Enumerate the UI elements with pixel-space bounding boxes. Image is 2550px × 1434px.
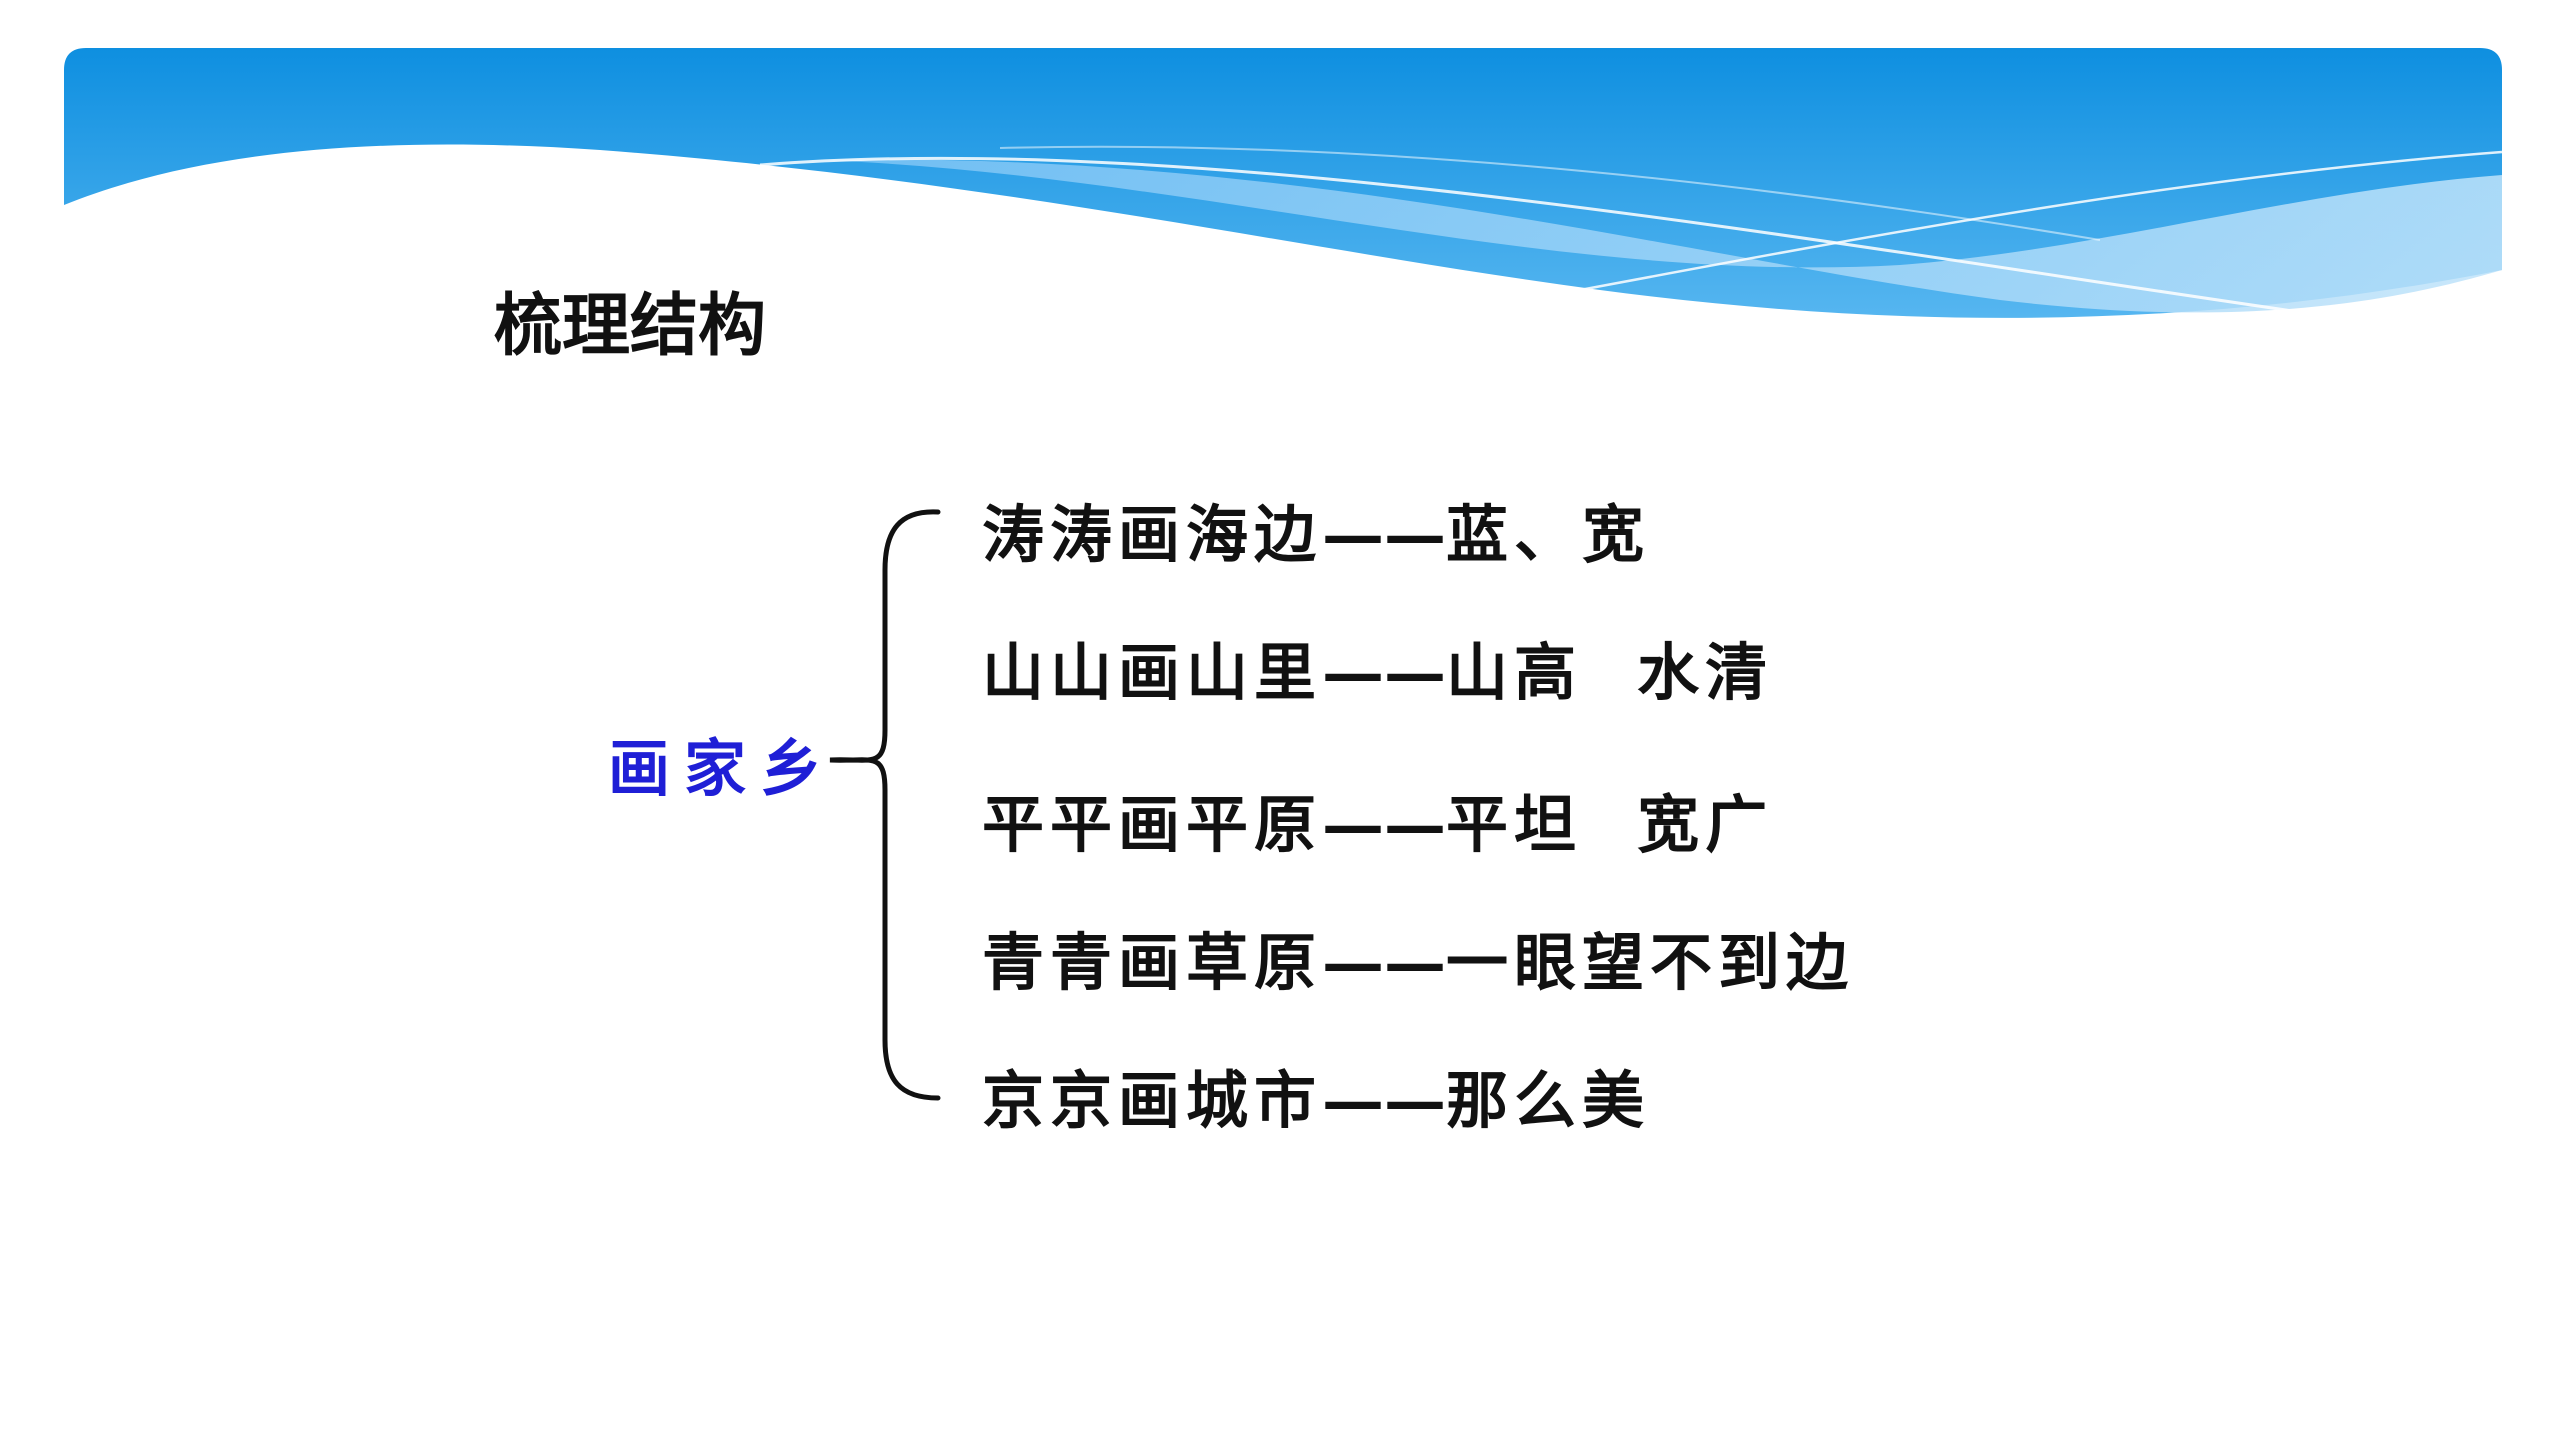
branch-1-description: 蓝、宽 [1446,498,1651,571]
branch-5-dash: —— [1322,1064,1447,1137]
branch-4-subject: 青青画草原 [982,926,1323,999]
branch-1-dash: —— [1322,498,1447,571]
branch-2-dash: —— [1322,636,1447,709]
branch-row-3: 平平画平原——平坦 宽广 [982,774,1773,864]
page-title: 梳理结构 [494,287,767,366]
branch-3-description: 平坦 宽广 [1446,788,1774,861]
branch-2-subject: 山山画山里 [982,636,1323,709]
branch-row-2: 山山画山里——山高 水清 [982,622,1773,712]
branch-4-dash: —— [1322,926,1447,999]
branch-5-subject: 京京画城市 [982,1064,1323,1137]
header-wave-banner [64,48,2503,318]
branch-row-4: 青青画草原——一眼望不到边 [982,912,1854,1002]
branch-4-description: 一眼望不到边 [1446,926,1855,999]
curly-brace [829,509,941,1101]
branch-2-description: 山高 水清 [1446,636,1774,709]
branch-5-description: 那么美 [1446,1064,1651,1137]
branch-3-dash: —— [1322,788,1447,861]
branch-row-1: 涛涛画海边——蓝、宽 [982,484,1650,574]
branch-1-subject: 涛涛画海边 [982,498,1323,571]
root-node-label: 画家乡 [608,732,837,805]
branch-3-subject: 平平画平原 [982,788,1323,861]
branch-row-5: 京京画城市——那么美 [982,1050,1650,1140]
